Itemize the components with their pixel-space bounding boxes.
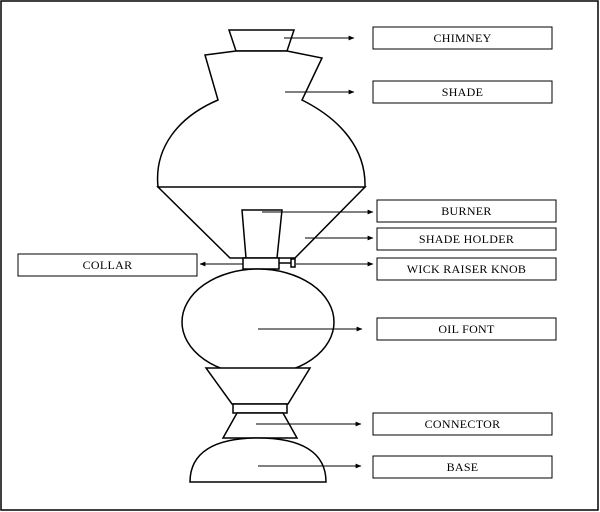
connector-label: CONNECTOR	[425, 417, 501, 431]
stem-shape	[204, 367, 312, 405]
shade-label: SHADE	[442, 85, 484, 99]
shade-holder-label: SHADE HOLDER	[419, 232, 514, 246]
base-shape	[189, 437, 327, 483]
collar-shape	[242, 257, 280, 270]
chimney-label: CHIMNEY	[433, 31, 491, 45]
chimney-shape	[227, 29, 296, 52]
shade-label-box	[372, 80, 553, 104]
burner-label-box	[376, 199, 557, 223]
wick-raiser-knob-label: WICK RAISER KNOB	[407, 262, 526, 276]
burner-label: BURNER	[441, 204, 491, 218]
connector-shape	[232, 403, 288, 414]
shade-holder-label-box	[376, 227, 557, 251]
oil-font-label: OIL FONT	[438, 322, 495, 336]
label-boxes	[17, 26, 557, 479]
connector-label-box	[372, 412, 553, 436]
chimney-label-box	[372, 26, 553, 50]
wick-raiser-knob-tip	[290, 258, 296, 268]
base-label: BASE	[447, 460, 479, 474]
base-label-box	[372, 455, 553, 479]
label-texts: CHIMNEY SHADE BURNER SHADE HOLDER COLLAR…	[83, 31, 526, 474]
collar-label: COLLAR	[83, 258, 133, 272]
oil-font-shape	[181, 268, 335, 376]
collar-label-box	[17, 253, 198, 277]
connector-cone	[221, 412, 299, 439]
oil-font-label-box	[376, 317, 557, 341]
wick-raiser-knob-label-box	[376, 257, 557, 281]
leader-lines	[199, 35, 374, 469]
lamp-illustration	[156, 29, 367, 483]
burner-shape	[241, 209, 283, 259]
